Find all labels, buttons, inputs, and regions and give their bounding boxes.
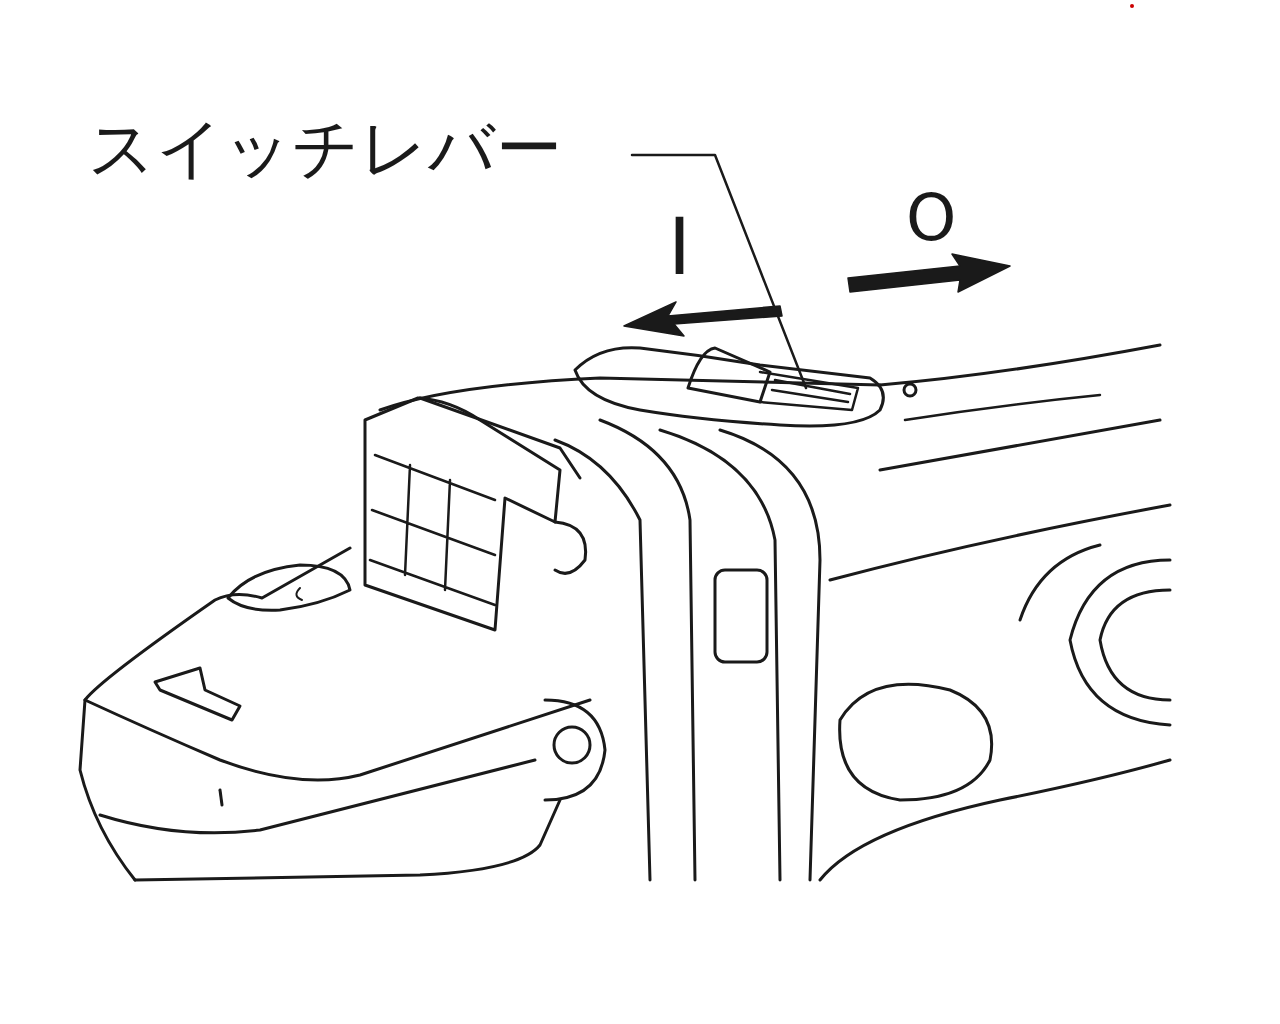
vent-block (555, 522, 586, 573)
position-mark: I (668, 208, 691, 286)
brush-cap (1070, 560, 1170, 725)
vent-block (420, 398, 580, 478)
motor-housing (905, 395, 1100, 420)
side-vent (840, 684, 992, 800)
motor-housing (660, 430, 780, 880)
gear-housing (135, 800, 560, 880)
lock-button (228, 565, 350, 610)
lock-button (296, 588, 302, 600)
motor-housing (600, 420, 695, 880)
position-mark: O (906, 186, 956, 250)
side-hole (545, 700, 605, 800)
motor-housing (820, 760, 1170, 880)
part-name: スイッチレバー (88, 116, 562, 182)
gear-housing (80, 548, 350, 880)
brush-cap (1020, 545, 1100, 620)
dot-mark (1130, 4, 1134, 8)
motor-housing (830, 505, 1170, 580)
motor-housing (555, 440, 650, 880)
motor-housing (720, 430, 820, 880)
gear-housing (85, 700, 590, 780)
direction-arrow (624, 302, 782, 336)
side-hole (554, 727, 590, 763)
indicator-window (715, 570, 767, 662)
leader-line (632, 155, 806, 388)
direction-arrow (848, 254, 1010, 292)
gear-housing (220, 790, 222, 805)
switch-lever (688, 348, 770, 402)
rotation-mark (155, 668, 240, 720)
motor-housing (880, 345, 1160, 385)
motor-housing (880, 420, 1160, 470)
gear-housing (100, 760, 535, 833)
brush-cap (1100, 590, 1170, 700)
screw (904, 384, 916, 396)
switch-housing (575, 348, 883, 426)
switch-lever (760, 372, 858, 410)
vent-block (365, 398, 560, 630)
vent-block (370, 455, 495, 605)
